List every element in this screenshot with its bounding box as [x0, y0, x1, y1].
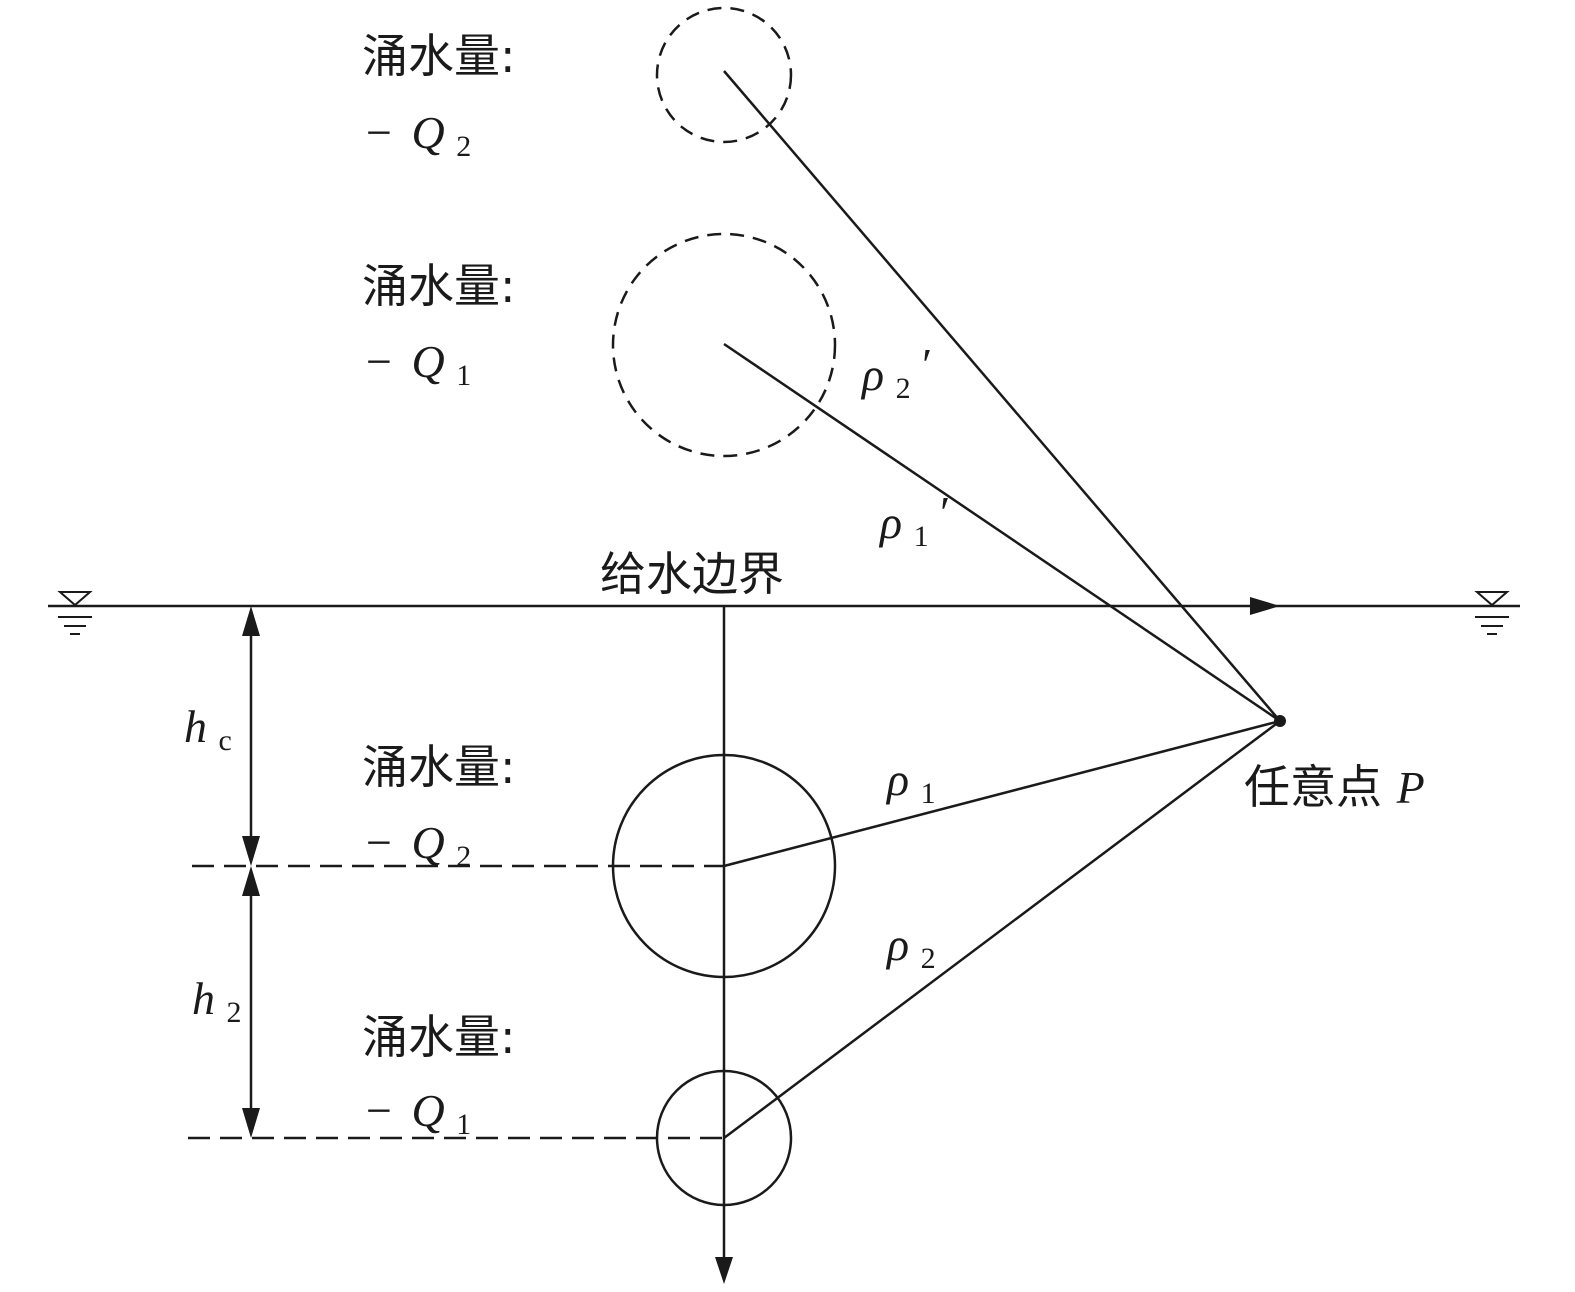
h2-arrow-bottom: [242, 1108, 260, 1138]
water-level-symbol-right: [1474, 591, 1510, 635]
rho1-prime-label: ρ 1 ′: [878, 487, 950, 556]
rho2-label: ρ 2: [885, 919, 936, 975]
rho1-line: [723, 719, 1281, 868]
h2-label: h 2: [192, 973, 242, 1029]
rho2-prime-line: [723, 70, 1281, 722]
image-well-q1-symbol: Q: [411, 336, 444, 387]
real-well-q2-flow-label: 涌水量:: [362, 740, 516, 794]
real-well-q1-subscript: 1: [456, 1108, 471, 1141]
supply-boundary-label: 给水边界: [600, 547, 784, 601]
image-well-q2-subscript: 2: [456, 130, 471, 163]
hc-arrow-top: [242, 606, 260, 636]
real-well-q2-sign: −: [366, 817, 392, 868]
point-p-text: 任意点: [1244, 760, 1397, 814]
point-p-symbol: P: [1396, 762, 1425, 813]
hc-label: h c: [184, 701, 232, 757]
vertical-axis-arrow: [715, 1257, 733, 1284]
real-well-q2-quantity: − Q 2: [366, 817, 471, 873]
image-well-q1-subscript: 1: [456, 359, 471, 392]
rho2-prime-label: ρ 2 ′: [860, 339, 932, 408]
point-p-marker: [1274, 715, 1286, 727]
h2-arrow-top: [242, 866, 260, 896]
image-well-q2-flow-label: 涌水量:: [362, 29, 516, 83]
image-well-q2-quantity: − Q 2: [366, 107, 471, 163]
real-well-q2-symbol: Q: [411, 817, 444, 868]
real-well-q1-sign: −: [366, 1085, 392, 1136]
rho2-line: [723, 720, 1281, 1139]
image-well-q1-flow-label: 涌水量:: [362, 259, 516, 313]
real-well-q1-symbol: Q: [411, 1085, 444, 1136]
rho1-label: ρ 1: [885, 754, 936, 810]
image-well-q1-circle: [611, 232, 837, 458]
image-well-q2-sign: −: [366, 107, 392, 158]
image-well-q2-circle: [655, 6, 793, 144]
image-well-q1-quantity: − Q 1: [366, 336, 471, 392]
water-level-symbol-left: [57, 591, 93, 635]
rho1-prime-line: [723, 342, 1281, 723]
real-well-q1-quantity: − Q 1: [366, 1085, 471, 1141]
image-well-q2-symbol: Q: [411, 107, 444, 158]
real-well-q2-subscript: 2: [456, 840, 471, 873]
boundary-direction-arrow: [1250, 597, 1280, 615]
real-well-q1-flow-label: 涌水量:: [362, 1010, 516, 1064]
hc-arrow-bottom: [242, 836, 260, 866]
image-well-q1-sign: −: [366, 336, 392, 387]
point-p-label: 任意点 P: [1244, 760, 1425, 814]
